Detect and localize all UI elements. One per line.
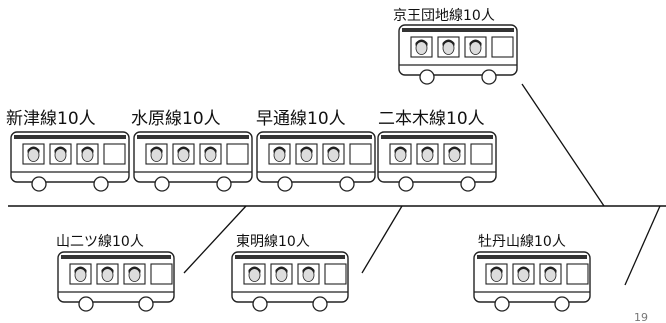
passenger-hair-icon [273, 146, 286, 153]
passenger-hair-icon [204, 146, 217, 153]
passenger-hair-icon [248, 266, 261, 273]
branch-line-botanyama [624, 205, 661, 286]
wheel-icon [419, 69, 435, 85]
bus-keio-danchi [398, 24, 518, 85]
wheel-icon [93, 176, 109, 192]
bus-label-niitsu: 新津線10人 [6, 109, 96, 129]
wheel-icon [398, 176, 414, 192]
bus-hayadori [256, 131, 376, 192]
wheel-icon [481, 69, 497, 85]
bus-suibara [133, 131, 253, 192]
wheel-icon [31, 176, 47, 192]
branch-line-keio [521, 83, 605, 207]
bus-window [470, 143, 493, 165]
bus-niitsu [10, 131, 130, 192]
bus-window [491, 36, 514, 58]
wheel-icon [138, 296, 154, 312]
bus-label-botanyama: 牡丹山線10人 [478, 234, 566, 250]
wheel-icon [252, 296, 268, 312]
branch-line-tomei [361, 205, 403, 274]
wheel-icon [494, 296, 510, 312]
bus-window [226, 143, 249, 165]
bus-nihongi [377, 131, 497, 192]
bus-roof-stripe [477, 255, 587, 259]
bus-botanyama [473, 251, 591, 312]
bus-label-keio-danchi: 京王団地線10人 [393, 8, 495, 24]
passenger-hair-icon [442, 39, 455, 46]
wheel-icon [339, 176, 355, 192]
bus-window [349, 143, 372, 165]
bus-roof-stripe [61, 255, 171, 259]
bus-label-nihongi: 二本木線10人 [378, 109, 485, 129]
bus-window [566, 263, 589, 285]
branch-line-yamafutatsu [183, 205, 247, 274]
bus-roof-stripe [402, 28, 514, 32]
passenger-hair-icon [544, 266, 557, 273]
bus-label-yamafutatsu: 山二ツ線10人 [56, 234, 144, 250]
bus-roof-stripe [137, 135, 249, 139]
bus-window [150, 263, 173, 285]
page-number: 19 [634, 311, 648, 323]
passenger-hair-icon [302, 266, 315, 273]
wheel-icon [554, 296, 570, 312]
passenger-hair-icon [490, 266, 503, 273]
bus-yamafutatsu [57, 251, 175, 312]
passenger-hair-icon [327, 146, 340, 153]
passenger-hair-icon [81, 146, 94, 153]
bus-tomei [231, 251, 349, 312]
passenger-hair-icon [469, 39, 482, 46]
passenger-hair-icon [128, 266, 141, 273]
bus-label-suibara: 水原線10人 [131, 109, 221, 129]
passenger-hair-icon [415, 39, 428, 46]
passenger-hair-icon [101, 266, 114, 273]
bus-label-tomei: 東明線10人 [236, 234, 310, 250]
passenger-hair-icon [448, 146, 461, 153]
bus-window [324, 263, 347, 285]
bus-roof-stripe [381, 135, 493, 139]
passenger-hair-icon [517, 266, 530, 273]
wheel-icon [78, 296, 94, 312]
passenger-hair-icon [394, 146, 407, 153]
passenger-hair-icon [74, 266, 87, 273]
bus-roof-stripe [14, 135, 126, 139]
passenger-hair-icon [421, 146, 434, 153]
passenger-hair-icon [275, 266, 288, 273]
bus-roof-stripe [235, 255, 345, 259]
wheel-icon [312, 296, 328, 312]
wheel-icon [216, 176, 232, 192]
wheel-icon [277, 176, 293, 192]
passenger-hair-icon [177, 146, 190, 153]
passenger-hair-icon [150, 146, 163, 153]
passenger-hair-icon [300, 146, 313, 153]
passenger-hair-icon [27, 146, 40, 153]
bus-roof-stripe [260, 135, 372, 139]
passenger-hair-icon [54, 146, 67, 153]
wheel-icon [154, 176, 170, 192]
bus-label-hayadori: 早通線10人 [256, 109, 346, 129]
bus-window [103, 143, 126, 165]
wheel-icon [460, 176, 476, 192]
